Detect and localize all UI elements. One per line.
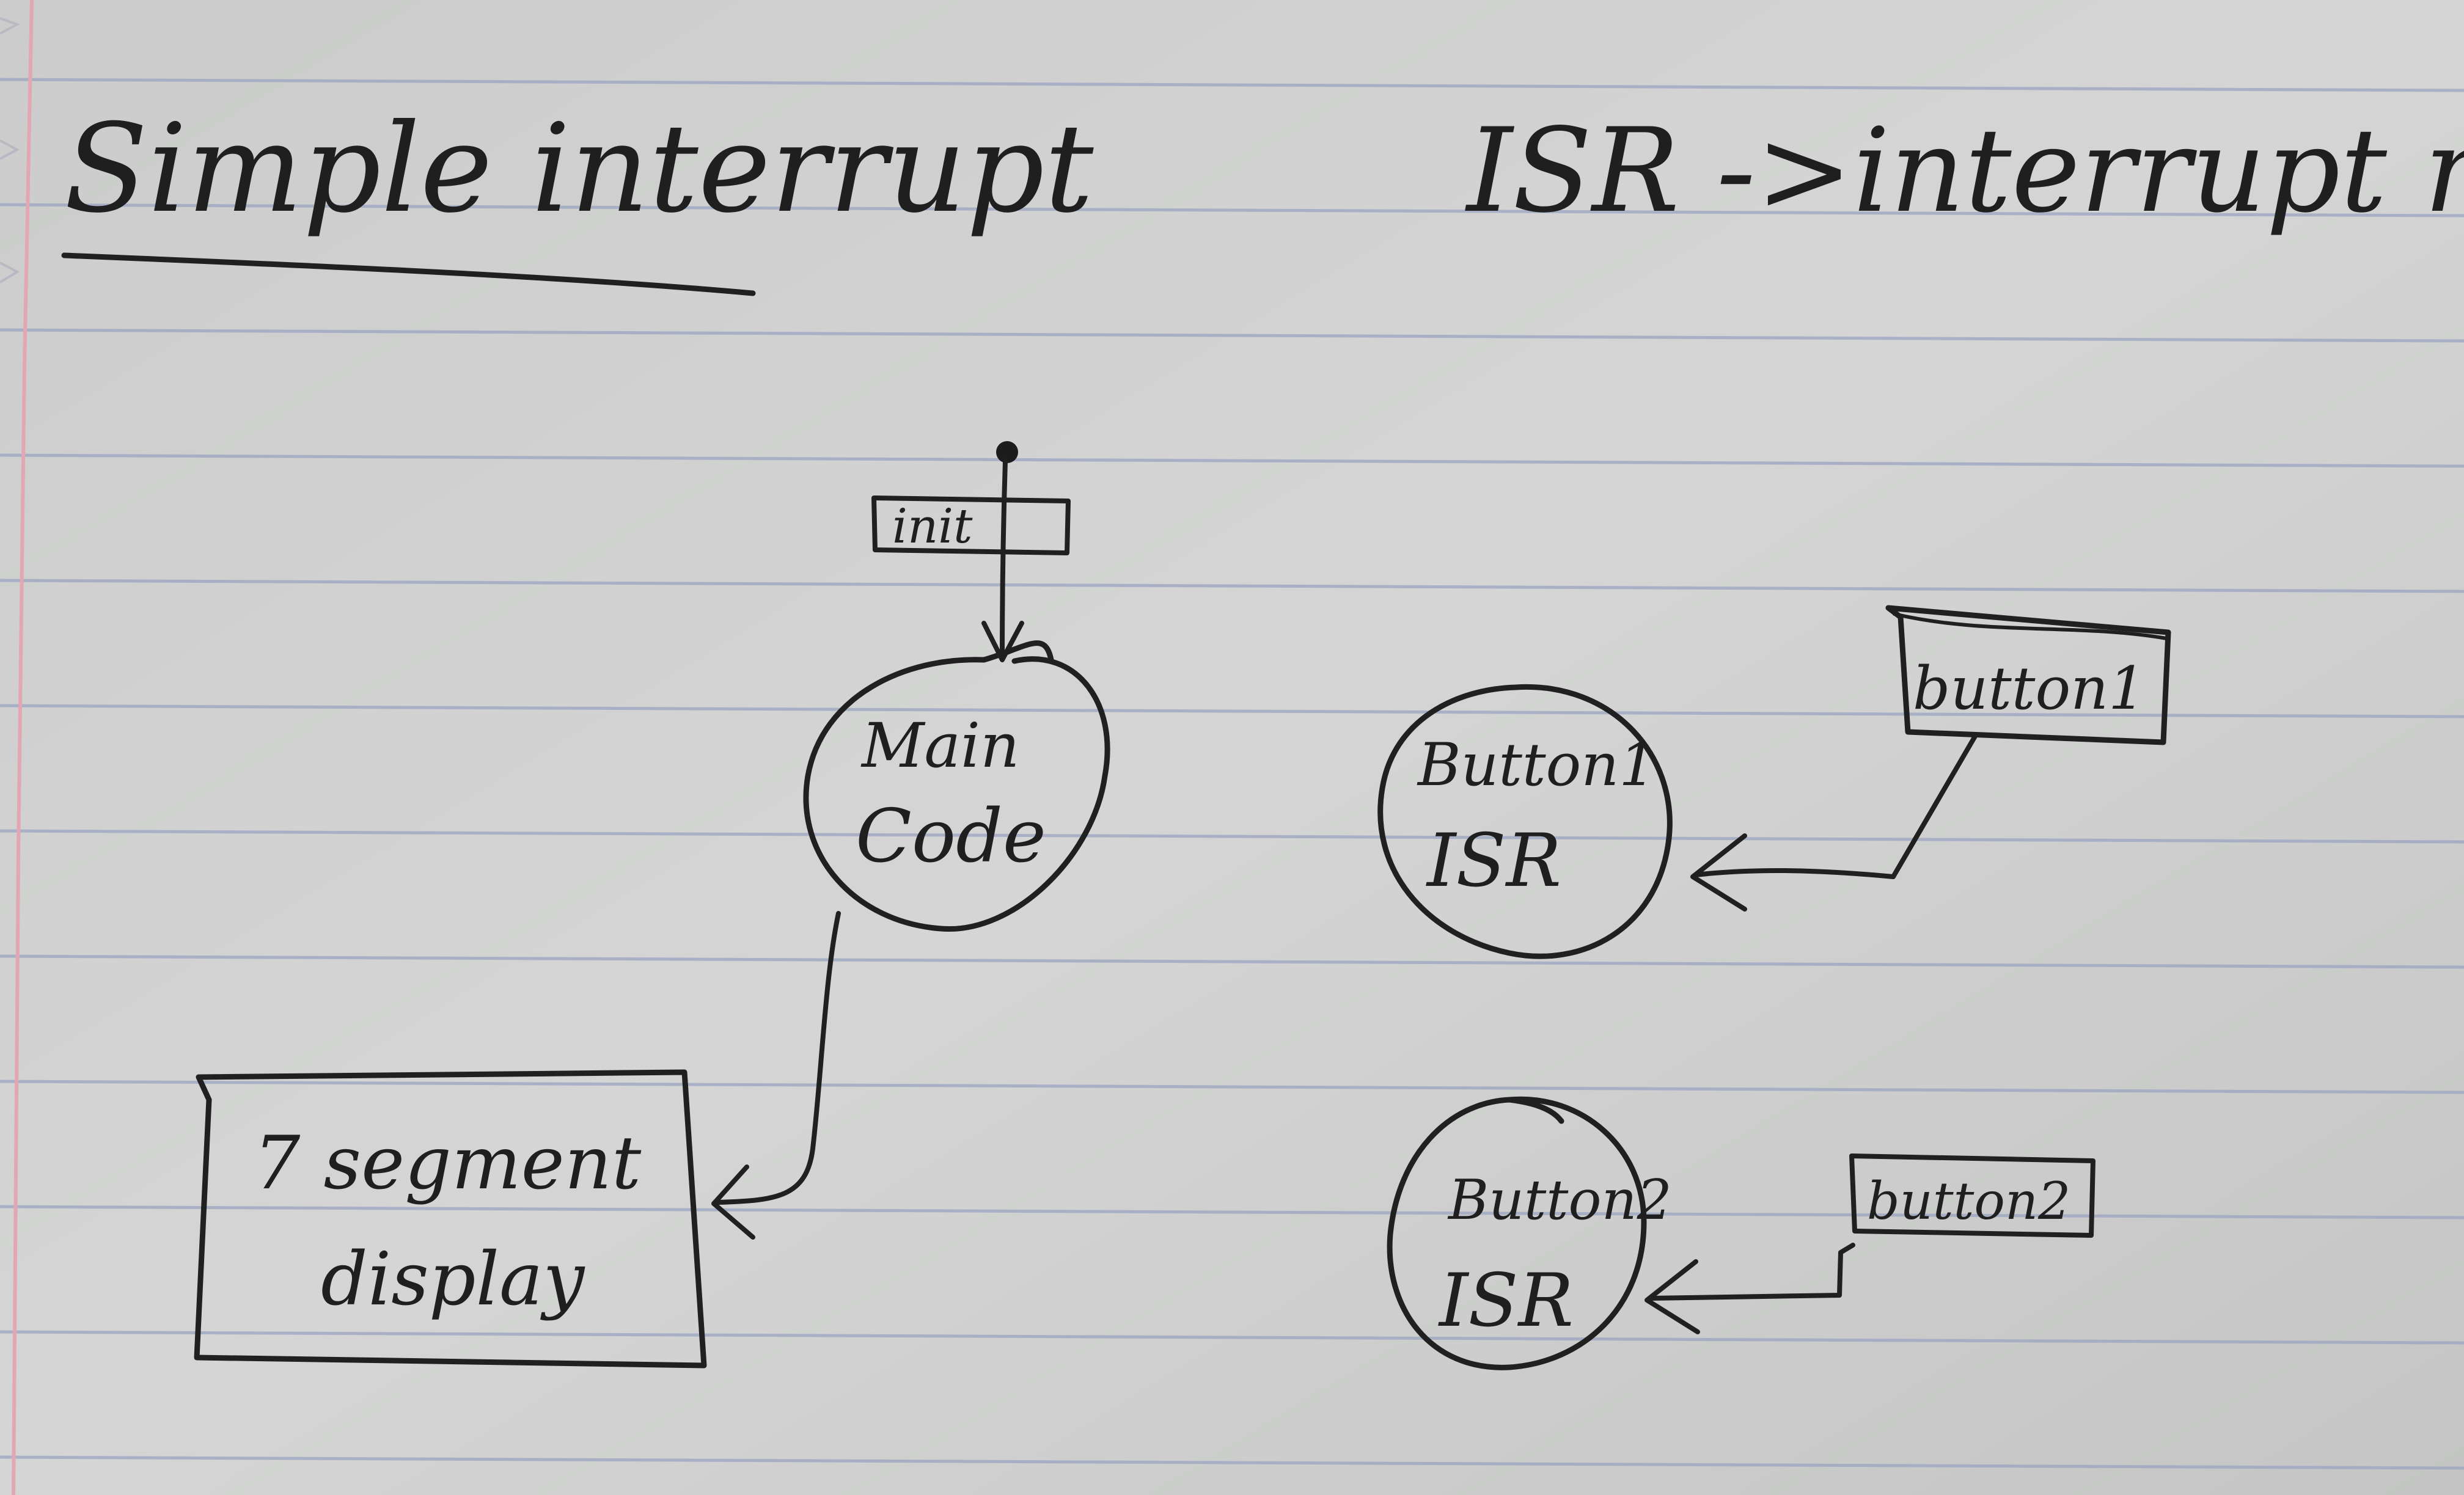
isr-definition-text: ISR ->interrupt routine	[1465, 103, 2464, 238]
button1-node: button1	[1885, 605, 2171, 745]
margin-line	[12, 0, 34, 1495]
main-code-label-line1: Main	[860, 710, 1019, 781]
button2-isr-node: Button2 ISR	[1387, 1096, 1672, 1370]
button2-isr-circle	[1387, 1096, 1647, 1370]
ruled-lines	[0, 78, 2464, 1470]
rule-line	[0, 78, 2464, 92]
button2-isr-label-line2: ISR	[1438, 1259, 1574, 1343]
button1-isr-node: Button1 ISR	[1377, 684, 1673, 959]
binder-edge-marks	[0, 17, 20, 283]
rule-line	[0, 579, 2464, 593]
rule-line	[0, 453, 2464, 468]
edge-start-to-main	[1000, 459, 1008, 659]
button1-isr-label-line2: ISR	[1426, 819, 1561, 904]
arrowhead-button1-to-isr	[1690, 833, 1747, 912]
button2-isr-label-line1: Button2	[1447, 1168, 1672, 1232]
rule-line	[0, 1205, 2464, 1219]
button1-isr-circle	[1377, 684, 1673, 959]
seven-segment-label-line2: display	[321, 1237, 586, 1322]
rule-line	[0, 1080, 2464, 1094]
rule-line	[0, 328, 2464, 343]
seven-segment-box	[194, 1069, 707, 1369]
button1-isr-label-line1: Button1	[1417, 731, 1656, 799]
button2-label: button2	[1867, 1171, 2071, 1231]
edge-main-to-display	[716, 911, 841, 1205]
button1-label: button1	[1913, 654, 2146, 723]
main-code-circle	[803, 640, 1110, 932]
button2-box	[1849, 1153, 2096, 1238]
rule-line	[0, 704, 2464, 718]
rule-line	[0, 1330, 2464, 1345]
rule-line	[0, 829, 2464, 844]
start-dot	[996, 441, 1018, 463]
button1-box-top-stroke	[1893, 612, 2168, 640]
edge-button2-to-isr	[1648, 1243, 1855, 1301]
arrowhead-button2-to-isr	[1645, 1259, 1700, 1334]
button2-node: button2	[1849, 1153, 2096, 1238]
arrowhead-main-to-display	[711, 1164, 755, 1240]
title-text: Simple interrupt	[64, 98, 1094, 240]
init-label: init	[892, 499, 973, 554]
main-code-label-line2: Code	[856, 794, 1046, 879]
edge-button1-to-isr	[1693, 734, 1978, 879]
seven-segment-label-line1: 7 segment	[254, 1121, 642, 1206]
rule-line	[0, 954, 2464, 969]
arrowhead-start-to-main	[981, 621, 1024, 662]
title-underline	[61, 252, 756, 296]
rule-line	[0, 1455, 2464, 1470]
seven-segment-node: 7 segment display	[194, 1069, 707, 1369]
main-code-node: Main Code	[803, 640, 1110, 932]
rule-line	[0, 203, 2464, 217]
